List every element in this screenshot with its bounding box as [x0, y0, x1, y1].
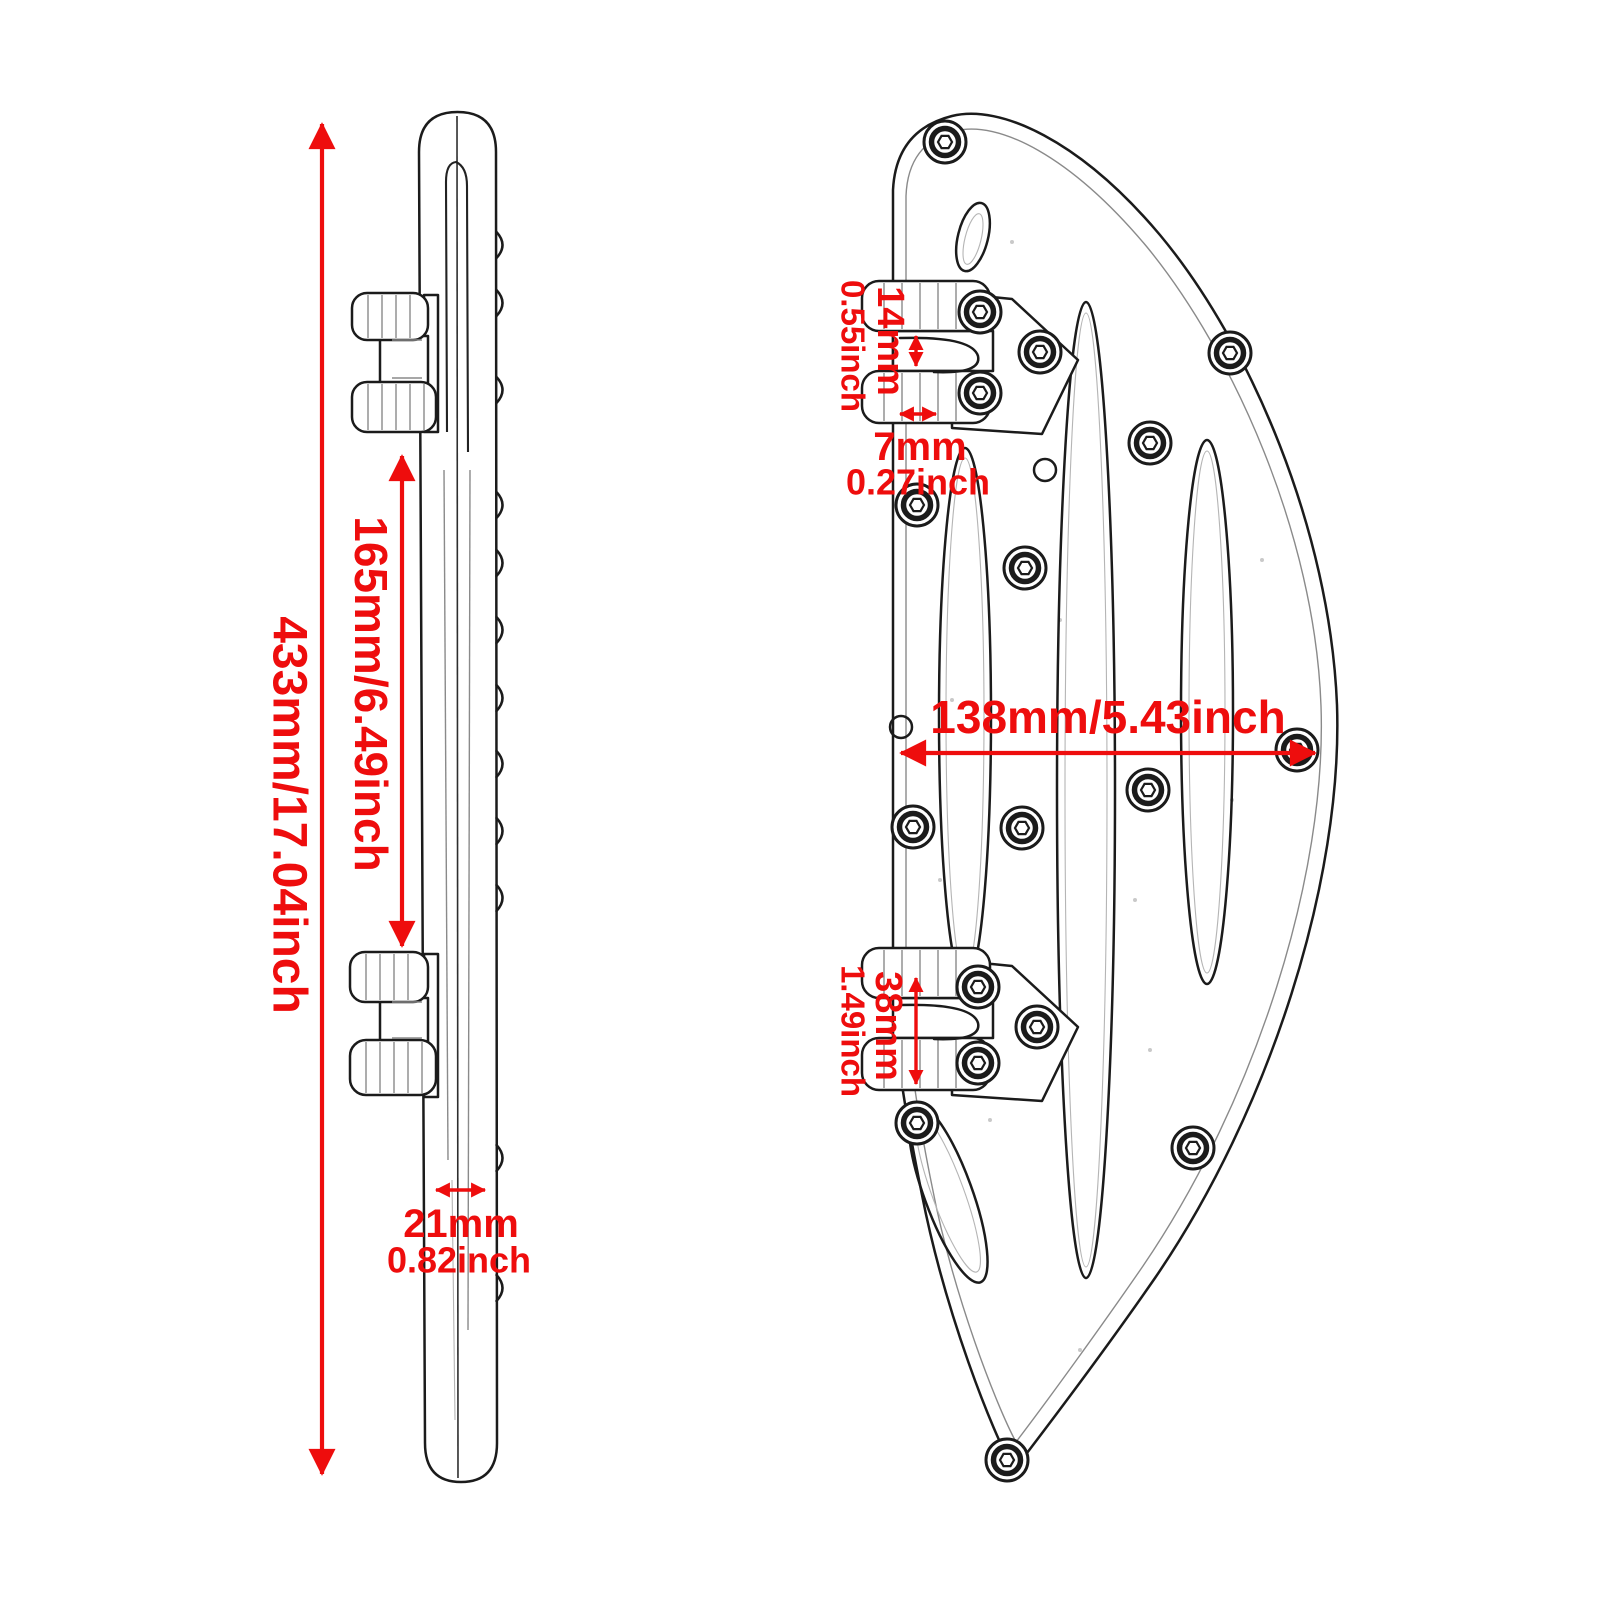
dim-clamp-spacing: 165mm/6.49inch — [345, 454, 416, 948]
dim-board-thickness: 21mm 0.82inch — [387, 1182, 531, 1281]
dim-edge-offset: 7mm 0.27inch — [846, 406, 990, 503]
side-view-drawing — [348, 110, 504, 1484]
dim-clamp-block-span: 38mm 1.49inch — [835, 965, 924, 1097]
dim-board-width: 138mm/5.43inch — [899, 691, 1317, 767]
side-edge-bosses — [495, 230, 504, 1303]
dim-clamp-jaw-gap-mm: 14mm — [869, 286, 911, 396]
dim-clamp-block-span-inch: 1.49inch — [835, 965, 872, 1097]
top-view-drawing — [860, 112, 1339, 1481]
dim-edge-offset-inch: 0.27inch — [846, 462, 990, 503]
floorboard-slots — [907, 201, 1235, 1284]
side-rear-clamp — [348, 950, 440, 1099]
dim-overall-length-label: 433mm/17.04inch — [263, 616, 316, 1014]
dim-clamp-block-span-mm: 38mm — [867, 971, 909, 1081]
dim-clamp-spacing-label: 165mm/6.49inch — [345, 516, 397, 871]
dim-overall-length: 433mm/17.04inch — [263, 122, 336, 1476]
dim-clamp-jaw-gap: 14mm 0.55inch — [835, 280, 924, 412]
side-front-clamp — [350, 291, 440, 434]
dim-board-thickness-inch: 0.82inch — [387, 1240, 531, 1281]
dim-clamp-jaw-gap-inch: 0.55inch — [835, 280, 872, 412]
dim-board-thickness-mm: 21mm — [403, 1202, 519, 1246]
dim-edge-offset-mm: 7mm — [873, 425, 966, 469]
pilot-holes — [888, 457, 1058, 740]
dim-board-width-label: 138mm/5.43inch — [930, 691, 1285, 743]
